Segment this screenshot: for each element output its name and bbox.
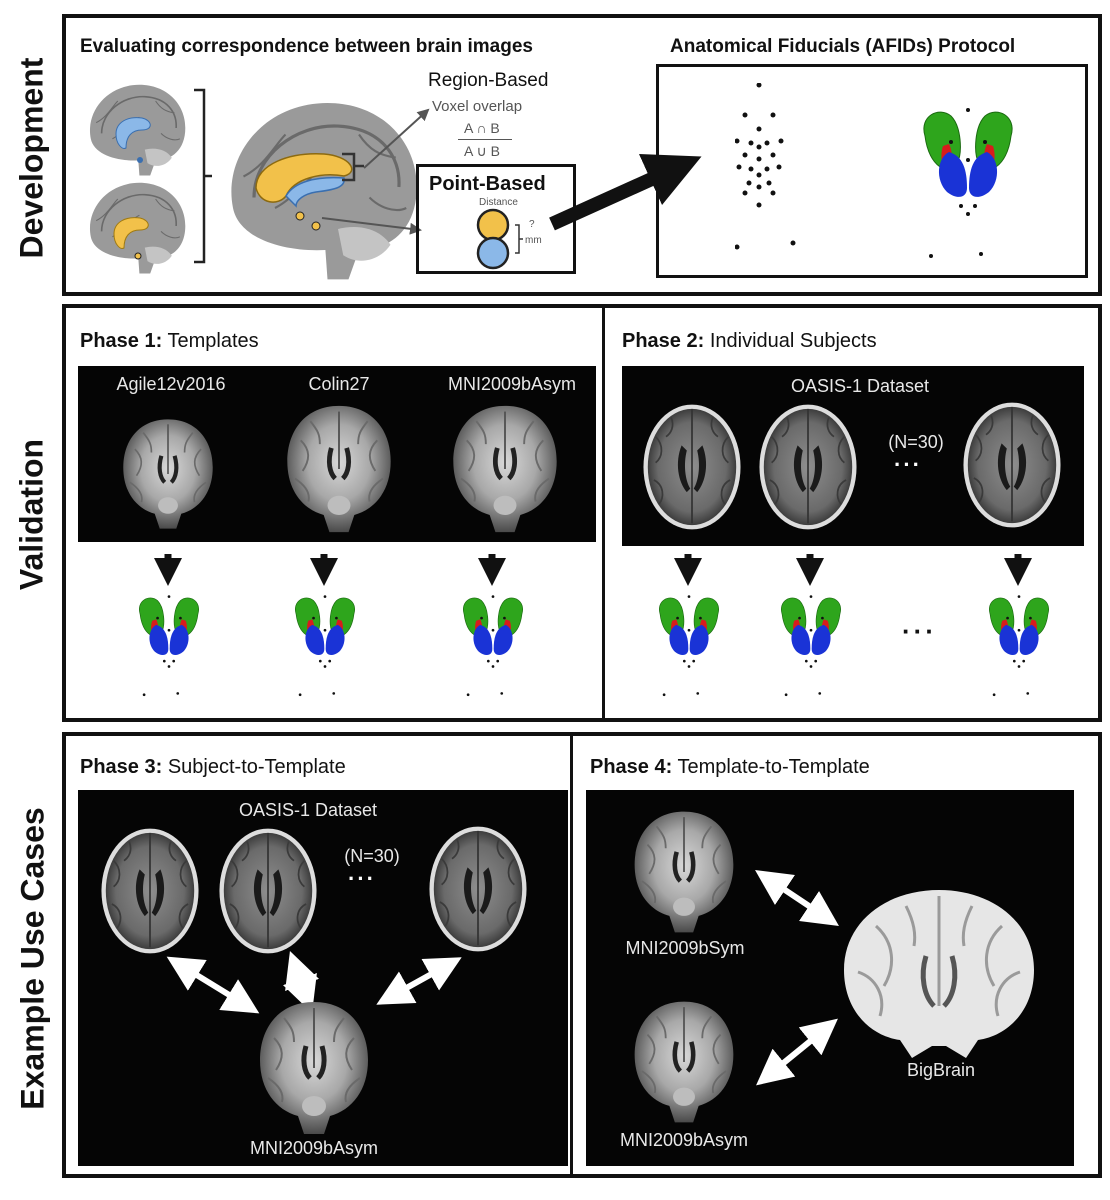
agile-brain-image bbox=[118, 416, 218, 532]
phase2-title: Phase 2: Individual Subjects bbox=[622, 330, 877, 353]
phase2-ellipsis: ··· bbox=[894, 452, 922, 477]
point-based-box: Point-Based Distance ? mm bbox=[416, 164, 576, 274]
phase2-afid-2 bbox=[780, 594, 842, 697]
validation-section: Phase 1: Templates Agile12v2016 Colin27 … bbox=[62, 304, 1102, 722]
phase4-title: Phase 4: Template-to-Template bbox=[590, 756, 870, 779]
phase3-template-caption: MNI2009bAsym bbox=[249, 1138, 379, 1158]
use-cases-divider bbox=[570, 736, 573, 1176]
phase3-dataset-caption: OASIS-1 Dataset bbox=[238, 800, 378, 820]
row-label-use-cases: Example Use Cases bbox=[14, 807, 51, 1110]
phase4-asym-caption: MNI2009bAsym bbox=[619, 1130, 749, 1150]
phase4-image-panel: MNI2009bSym MNI2009bAsym BigBrain bbox=[586, 790, 1074, 1166]
phase1-image-panel: Agile12v2016 Colin27 MNI2009bAsym bbox=[78, 366, 596, 542]
phase1-title: Phase 1: Templates bbox=[80, 330, 259, 353]
row-label-validation: Validation bbox=[13, 438, 50, 591]
bigbrain-image bbox=[844, 890, 1034, 1058]
distance-label: Distance bbox=[479, 197, 518, 208]
phase1-afid-2 bbox=[294, 594, 356, 697]
afids-title: Anatomical Fiducials (AFIDs) Protocol bbox=[670, 36, 1016, 57]
phase2-subject-3 bbox=[962, 401, 1062, 529]
phase3-arrows bbox=[166, 951, 462, 1014]
phase1-name: Templates bbox=[167, 330, 259, 352]
phase2-subject-1 bbox=[642, 403, 742, 531]
template-caption-agile: Agile12v2016 bbox=[116, 374, 226, 394]
phase2-label: Phase 2: bbox=[622, 330, 705, 352]
phase3-n-label: (N=30) bbox=[344, 846, 400, 866]
left-bracket bbox=[194, 88, 212, 264]
phase1-afid-3 bbox=[462, 594, 524, 697]
phase2-afid-ellipsis: ··· bbox=[902, 616, 937, 646]
phase1-afid-1 bbox=[138, 594, 200, 697]
phase2-n-label: (N=30) bbox=[888, 432, 944, 452]
phase2-down-arrows bbox=[674, 554, 1032, 586]
intersection-label: A ∩ B bbox=[464, 120, 500, 136]
phase3-name: Subject-to-Template bbox=[167, 756, 346, 778]
phase3-label: Phase 3: bbox=[80, 756, 163, 778]
phase3-title: Phase 3: Subject-to-Template bbox=[80, 756, 346, 779]
phase3-ellipsis: ··· bbox=[348, 866, 376, 891]
phase2-afid-3 bbox=[988, 594, 1050, 697]
phase2-afid-1 bbox=[658, 594, 720, 697]
region-based-label: Region-Based bbox=[428, 70, 549, 91]
phase3-image-panel: OASIS-1 Dataset (N=30) ··· MNI2009bAsym bbox=[78, 790, 568, 1166]
connector-arrows bbox=[321, 108, 702, 235]
afids-point-cloud bbox=[735, 83, 796, 250]
phase4-arrows bbox=[755, 870, 839, 1086]
colin-brain-image bbox=[274, 402, 404, 536]
mm-label: mm bbox=[525, 235, 542, 246]
mni-brain-image bbox=[440, 402, 570, 536]
fraction-bar bbox=[458, 139, 512, 140]
voxel-overlap-label: Voxel overlap bbox=[432, 98, 523, 115]
phase4-label: Phase 4: bbox=[590, 756, 673, 778]
afids-box bbox=[656, 64, 1088, 278]
phase2-image-panel: OASIS-1 Dataset (N=30) ··· bbox=[622, 366, 1084, 546]
use-cases-section: Phase 3: Subject-to-Template OASIS-1 Dat… bbox=[62, 732, 1102, 1178]
bigbrain-caption: BigBrain bbox=[906, 1060, 976, 1080]
validation-divider bbox=[602, 308, 605, 718]
distance-circles bbox=[476, 208, 523, 270]
row-label-development: Development bbox=[13, 57, 50, 259]
development-section: Evaluating correspondence between brain … bbox=[62, 14, 1102, 296]
phase3-template-brain bbox=[246, 998, 382, 1138]
question-mark: ? bbox=[529, 219, 535, 230]
small-regions-overlay bbox=[113, 117, 151, 260]
development-title: Evaluating correspondence between brain … bbox=[80, 36, 533, 57]
point-based-label: Point-Based bbox=[429, 173, 546, 195]
afids-structures bbox=[923, 107, 1013, 259]
union-label: A ∪ B bbox=[464, 143, 500, 159]
template-caption-colin: Colin27 bbox=[308, 374, 370, 394]
phase1-down-arrows bbox=[154, 554, 506, 586]
phase2-dataset-caption: OASIS-1 Dataset bbox=[790, 376, 930, 396]
large-regions-overlay bbox=[255, 152, 364, 231]
phase4-name: Template-to-Template bbox=[677, 756, 870, 778]
phase2-subject-2 bbox=[758, 403, 858, 531]
phase2-name: Individual Subjects bbox=[709, 330, 877, 352]
template-caption-mni: MNI2009bAsym bbox=[447, 374, 577, 394]
phase1-label: Phase 1: bbox=[80, 330, 163, 352]
phase4-sym-caption: MNI2009bSym bbox=[625, 938, 745, 958]
